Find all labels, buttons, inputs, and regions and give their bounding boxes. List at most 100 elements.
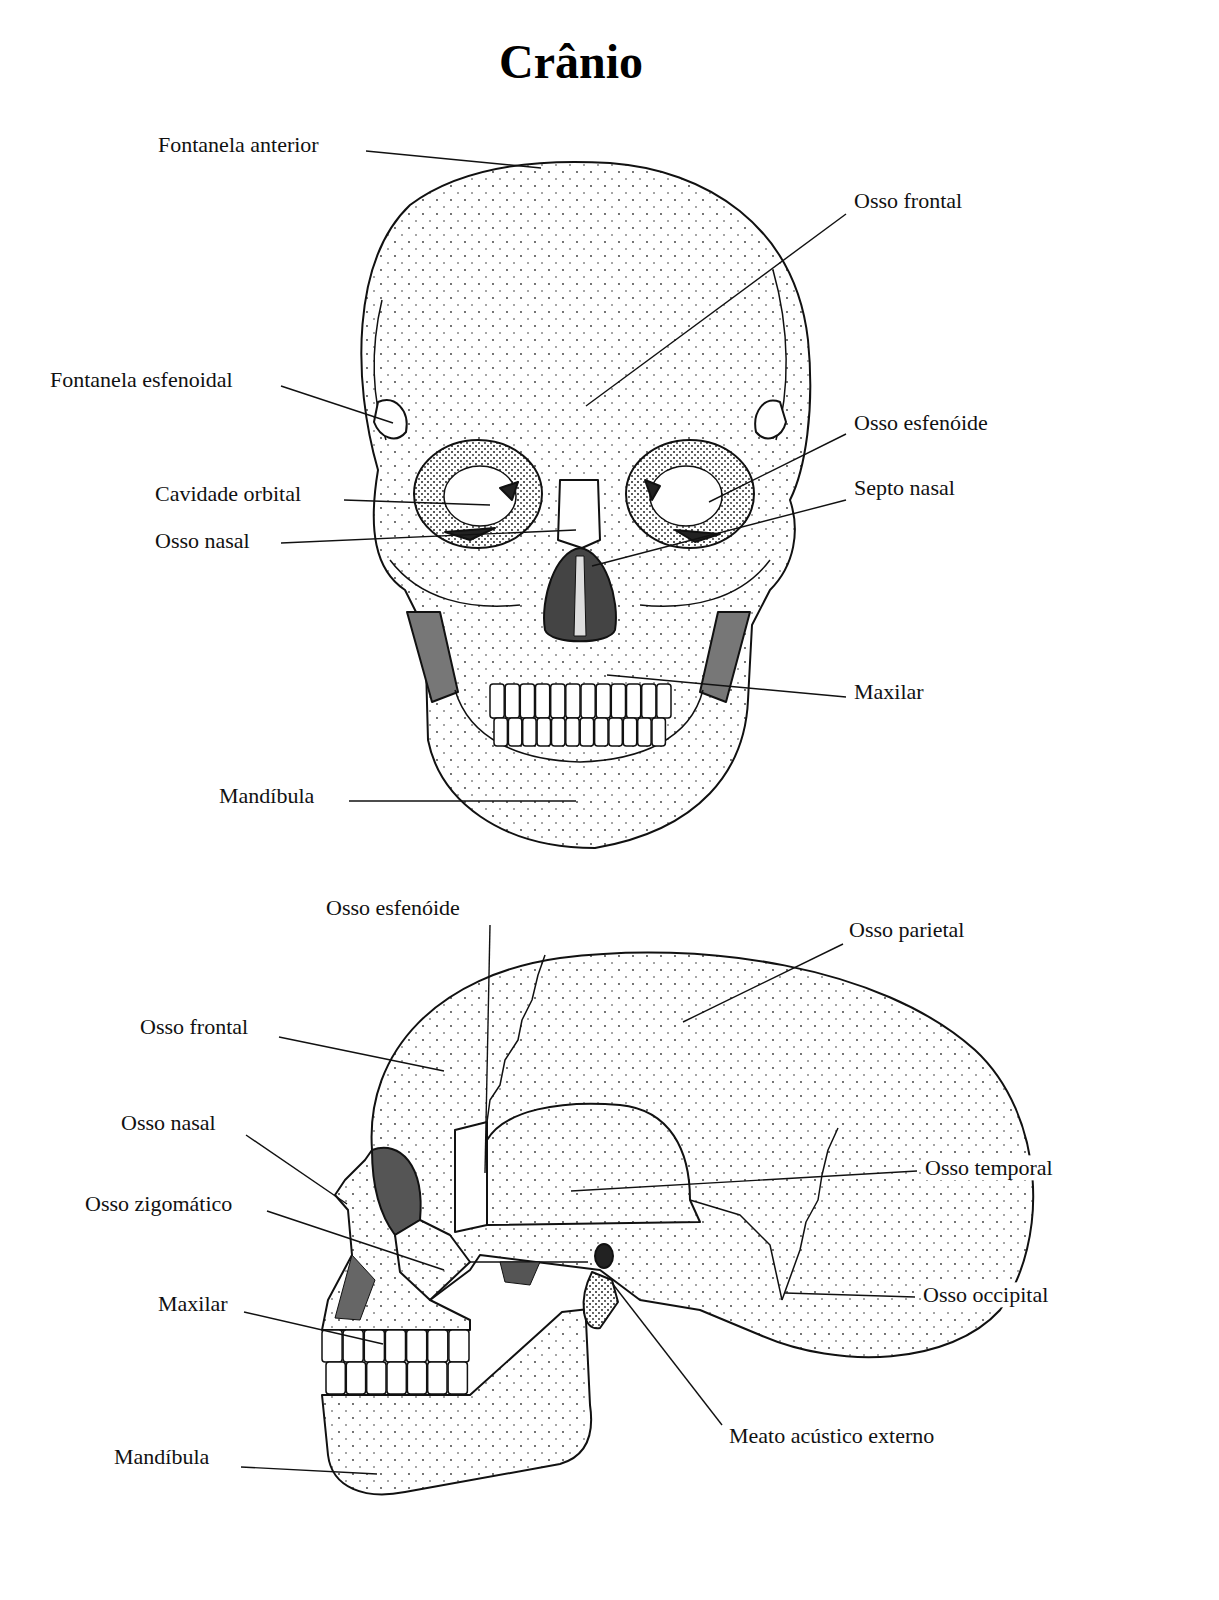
leader-line [241, 1467, 377, 1474]
tooth [537, 718, 550, 746]
tooth [505, 684, 519, 718]
sphenoidal-fontanelle [374, 400, 407, 438]
tooth [494, 718, 507, 746]
tooth [581, 684, 595, 718]
leader-line [279, 1037, 444, 1071]
leader-line [683, 944, 843, 1022]
part-label: Osso occipital [921, 1282, 1050, 1307]
part-label: Osso esfenóide [324, 895, 462, 920]
tooth [638, 718, 651, 746]
leader-line [267, 1211, 444, 1270]
tooth [407, 1330, 427, 1362]
part-label: Maxilar [852, 679, 926, 704]
tooth [551, 684, 565, 718]
tooth [322, 1330, 342, 1362]
tooth [611, 684, 625, 718]
part-label: Cavidade orbital [153, 481, 303, 506]
tooth [657, 684, 671, 718]
sphenoid-wing [455, 1122, 487, 1232]
tooth [523, 718, 536, 746]
tooth [448, 1362, 467, 1394]
part-label: Meato acústico externo [727, 1423, 936, 1448]
tooth [609, 718, 622, 746]
orbit-inner [444, 466, 516, 526]
part-label: Septo nasal [852, 475, 957, 500]
tooth [385, 1330, 405, 1362]
ramus [407, 612, 458, 702]
tooth [642, 684, 656, 718]
part-label: Osso esfenóide [852, 410, 990, 435]
tooth [552, 718, 565, 746]
part-label: Osso frontal [852, 188, 964, 213]
teeth [322, 1330, 469, 1394]
orbit-fissure [445, 482, 518, 540]
leader-line [281, 386, 393, 423]
tooth [627, 684, 641, 718]
mastoid-process [584, 1272, 618, 1328]
leader-line [344, 500, 490, 505]
leader-line [785, 1293, 915, 1297]
front-skull [361, 162, 810, 848]
leader-line [246, 1135, 347, 1204]
part-label: Mandíbula [217, 783, 316, 808]
tooth [346, 1362, 365, 1394]
tooth [652, 718, 665, 746]
lateral-orbit [372, 1148, 421, 1235]
leader-line [586, 214, 846, 406]
leader-line [366, 151, 541, 168]
orbit-inner [650, 466, 722, 526]
ramus [700, 612, 750, 702]
title: Crânio [499, 34, 643, 89]
leader-line [349, 800, 576, 801]
leader-line [244, 1312, 383, 1344]
tooth [566, 718, 579, 746]
part-label: Osso parietal [847, 917, 966, 942]
teeth [490, 684, 671, 746]
tooth [508, 718, 521, 746]
tooth [326, 1362, 345, 1394]
tooth [428, 1362, 447, 1394]
part-label: Osso nasal [119, 1110, 218, 1135]
part-label: Osso zigomático [83, 1191, 234, 1216]
maxilla-shade [335, 1255, 375, 1320]
leader-line [592, 500, 846, 566]
tooth [595, 718, 608, 746]
tooth [367, 1362, 386, 1394]
tooth [449, 1330, 469, 1362]
nasal-bone [558, 480, 600, 548]
front-cranium [361, 162, 810, 848]
tooth [580, 718, 593, 746]
leader-line [709, 434, 846, 502]
leader-line [485, 925, 490, 1173]
mandible [322, 1283, 612, 1494]
part-label: Fontanela anterior [156, 132, 321, 157]
tooth [596, 684, 610, 718]
part-label: Maxilar [156, 1291, 230, 1316]
mastoid-suture [690, 1200, 782, 1300]
tooth [407, 1362, 426, 1394]
part-label: Osso frontal [138, 1014, 250, 1039]
tooth [428, 1330, 448, 1362]
sphenoidal-fontanelle [755, 401, 786, 439]
lambdoid-suture [782, 1128, 838, 1300]
tooth [623, 718, 636, 746]
leader-line [612, 1283, 722, 1425]
temporal-squama [487, 1104, 700, 1225]
orbit [626, 440, 754, 548]
tooth [364, 1330, 384, 1362]
tooth [387, 1362, 406, 1394]
leader-line [281, 530, 576, 543]
ear-meatus [595, 1244, 613, 1268]
part-label: Osso temporal [923, 1155, 1055, 1180]
coronal-suture [487, 955, 545, 1122]
infratemporal-gap [500, 1262, 540, 1285]
cheek-line [390, 560, 770, 606]
tooth [520, 684, 534, 718]
part-label: Osso nasal [153, 528, 252, 553]
part-label: Fontanela esfenoidal [48, 367, 235, 392]
tooth [536, 684, 550, 718]
nasal-septum [574, 556, 586, 636]
leader-lines [241, 151, 917, 1474]
